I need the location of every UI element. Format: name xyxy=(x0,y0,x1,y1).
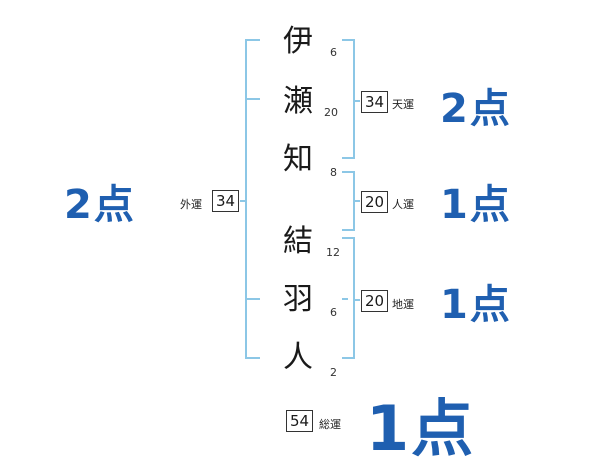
tenkaku-label: 天運 xyxy=(392,98,414,111)
jinkaku-value-box: 20 xyxy=(361,191,389,213)
gaikaku-label: 外運 xyxy=(180,198,202,211)
stroke-count-3: 8 xyxy=(330,166,337,179)
soukaku-value-box: 54 xyxy=(286,410,314,432)
name-char-4: 結 xyxy=(283,224,313,259)
soukaku-label: 総運 xyxy=(319,418,341,431)
name-char-6: 人 xyxy=(283,340,313,375)
name-char-2: 瀬 xyxy=(283,84,313,119)
stroke-count-5: 6 xyxy=(330,306,337,319)
gaikaku-value-box: 34 xyxy=(212,190,240,212)
stroke-count-2: 20 xyxy=(324,106,338,119)
soukaku-score: 1点 xyxy=(366,392,476,465)
stroke-count-1: 6 xyxy=(330,46,337,59)
chikaku-value-box: 20 xyxy=(361,290,389,312)
name-char-1: 伊 xyxy=(283,24,313,59)
chikaku-label: 地運 xyxy=(392,298,414,311)
jinkaku-label: 人運 xyxy=(392,198,414,211)
gaikaku-score: 2点 xyxy=(64,182,136,228)
name-char-5: 羽 xyxy=(283,282,313,317)
stroke-count-6: 2 xyxy=(330,366,337,379)
tenkaku-value-box: 34 xyxy=(361,91,389,113)
name-char-3: 知 xyxy=(283,142,313,177)
tenkaku-score: 2点 xyxy=(440,86,512,132)
jinkaku-score: 1点 xyxy=(440,182,512,228)
stroke-count-4: 12 xyxy=(326,246,340,259)
chikaku-score: 1点 xyxy=(440,282,512,328)
